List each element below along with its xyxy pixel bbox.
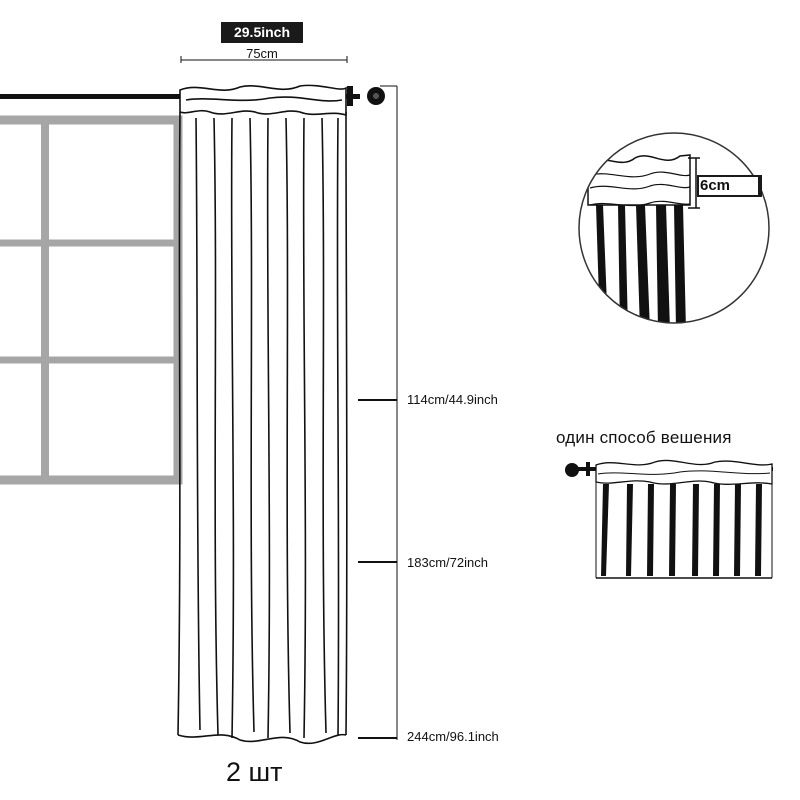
window-frame bbox=[0, 115, 183, 485]
length-mark-label: 183cm/72inch bbox=[407, 555, 488, 570]
width-dimension-line bbox=[180, 56, 348, 63]
length-mark-label: 244cm/96.1inch bbox=[407, 729, 499, 744]
width-cm-label: 75cm bbox=[246, 46, 278, 61]
curtain-panel bbox=[177, 84, 348, 745]
hanging-option-caption: один способ вешения bbox=[556, 428, 732, 447]
width-inch-badge: 29.5inch bbox=[221, 22, 303, 43]
quantity-label: 2 шт bbox=[226, 757, 283, 787]
length-ruler bbox=[358, 85, 398, 740]
hanging-option-illustration bbox=[565, 459, 773, 579]
header-detail-zoom bbox=[578, 132, 770, 324]
header-height-label: 6cm bbox=[700, 177, 731, 194]
length-mark-label: 114cm/44.9inch bbox=[407, 392, 498, 407]
